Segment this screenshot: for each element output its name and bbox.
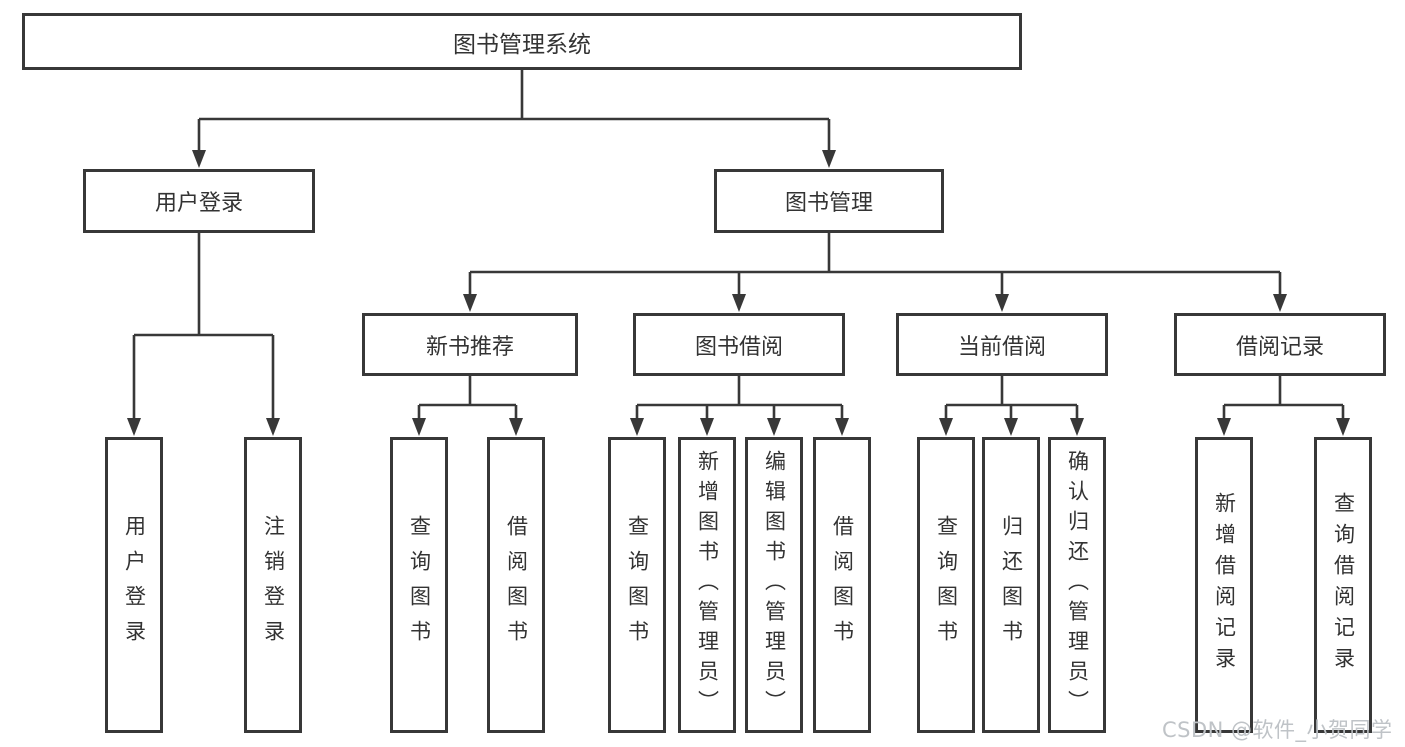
arrowhead-icon: [192, 150, 206, 168]
arrowhead-icon: [1336, 418, 1350, 436]
node-label: 新增图书（管理员）: [695, 450, 720, 720]
node-label: 用户登录: [122, 515, 147, 655]
arrowhead-icon: [1070, 418, 1084, 436]
node-label: 图书借阅: [694, 334, 783, 360]
node-label: 查询图书: [625, 515, 650, 655]
arrowhead-icon: [127, 418, 141, 436]
node-borrow-record: 借阅记录: [1174, 313, 1386, 376]
connector-current-borrow-branch: [944, 376, 1079, 420]
leaf-query-books-recommend: 查询图书: [390, 437, 448, 733]
node-label: 借阅图书: [504, 515, 529, 655]
connector-root-to-level2: [197, 70, 831, 152]
leaf-borrow-books-recommend: 借阅图书: [487, 437, 545, 733]
arrowhead-icon: [835, 418, 849, 436]
arrowhead-icon: [412, 418, 426, 436]
arrowhead-icon: [1273, 294, 1287, 312]
node-label: 借阅图书: [830, 515, 855, 655]
node-label: 归还图书: [999, 515, 1024, 655]
node-label: 查询图书: [407, 515, 432, 655]
leaf-query-books-current: 查询图书: [917, 437, 975, 733]
leaf-logout: 注销登录: [244, 437, 302, 733]
connector-borrow-record-branch: [1222, 376, 1345, 420]
node-label: 新增借阅记录: [1212, 492, 1237, 678]
leaf-user-login: 用户登录: [105, 437, 163, 733]
arrowhead-icon: [1004, 418, 1018, 436]
leaf-query-borrow-record: 查询借阅记录: [1314, 437, 1372, 733]
connector-book-borrow-branch: [635, 376, 844, 420]
arrowheads: [127, 150, 1350, 436]
leaf-query-books-borrow: 查询图书: [608, 437, 666, 733]
arrowhead-icon: [822, 150, 836, 168]
connector-new-book-branch: [417, 376, 518, 420]
arrowhead-icon: [767, 418, 781, 436]
arrowhead-icon: [266, 418, 280, 436]
arrowhead-icon: [995, 294, 1009, 312]
node-label: 用户登录: [154, 191, 243, 216]
csdn-watermark: CSDN @软件_小贺同学: [1162, 718, 1393, 742]
arrowhead-icon: [509, 418, 523, 436]
node-book-management: 图书管理: [714, 169, 944, 233]
node-label: 确认归还（管理员）: [1065, 450, 1090, 720]
arrowhead-icon: [463, 294, 477, 312]
leaf-add-books-admin: 新增图书（管理员）: [678, 437, 736, 733]
connector-book-mgmt-branch: [468, 233, 1282, 296]
node-user-login: 用户登录: [83, 169, 315, 233]
node-current-borrow: 当前借阅: [896, 313, 1108, 376]
node-label: 新书推荐: [425, 334, 514, 360]
arrowhead-icon: [700, 418, 714, 436]
node-library-management-system: 图书管理系统: [22, 13, 1022, 70]
arrowhead-icon: [1217, 418, 1231, 436]
arrowhead-icon: [732, 294, 746, 312]
node-new-book-recommend: 新书推荐: [362, 313, 578, 376]
leaf-add-borrow-record: 新增借阅记录: [1195, 437, 1253, 733]
node-label: 查询图书: [934, 515, 959, 655]
leaf-borrow-books: 借阅图书: [813, 437, 871, 733]
node-label: 编辑图书（管理员）: [762, 450, 787, 720]
node-label: 查询借阅记录: [1331, 492, 1356, 678]
arrowhead-icon: [939, 418, 953, 436]
leaf-return-books: 归还图书: [982, 437, 1040, 733]
arrowhead-icon: [630, 418, 644, 436]
node-label: 图书管理: [784, 191, 873, 216]
node-label: 借阅记录: [1235, 334, 1324, 360]
node-book-borrow: 图书借阅: [633, 313, 845, 376]
leaf-edit-books-admin: 编辑图书（管理员）: [745, 437, 803, 733]
node-label: 当前借阅: [957, 334, 1046, 360]
leaf-confirm-return-admin: 确认归还（管理员）: [1048, 437, 1106, 733]
node-label: 注销登录: [261, 515, 286, 655]
node-label: 图书管理系统: [453, 31, 591, 58]
connector-user-login-branch: [132, 233, 275, 420]
